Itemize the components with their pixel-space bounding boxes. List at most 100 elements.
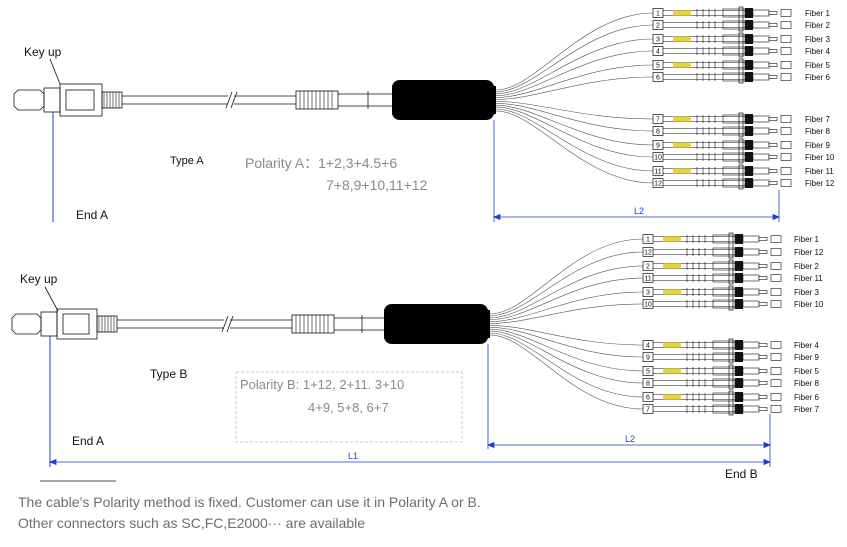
fiber-line-b-12 [489, 334, 644, 410]
fiber-line-a-10 [495, 106, 654, 158]
breakout-tail-a [488, 86, 496, 114]
lc-body-b-11 [742, 393, 760, 401]
port-box-b-12 [642, 404, 654, 414]
lc-ferrule-a-5 [768, 63, 778, 67]
port-box-a-5 [652, 60, 664, 70]
port-box-b-6 [642, 299, 654, 309]
fiber-label-b-11: Fiber 6 [794, 393, 819, 402]
lc-body-b-1 [742, 235, 760, 243]
type-a-assembly: Key up [13, 6, 835, 222]
port-number-b-6: 10 [644, 302, 652, 309]
dust-cap-a-1 [780, 9, 792, 17]
port-number-a-5: 5 [656, 63, 660, 70]
dust-cap-a-9 [780, 141, 792, 149]
dust-cap-a-5 [780, 61, 792, 69]
fiber-label-a-9: Fiber 9 [805, 141, 830, 150]
lc-body-b-2 [742, 248, 760, 256]
dust-cap-a-3 [780, 35, 792, 43]
dust-cap-b-5 [770, 288, 782, 296]
fiber-label-a-2: Fiber 2 [805, 21, 830, 30]
lc-ferrule-a-10 [768, 155, 778, 159]
port-box-a-11 [652, 166, 664, 176]
fiber-line-b-3 [489, 265, 644, 319]
fiber-line-b-7 [489, 325, 644, 346]
lc-body-a-12 [752, 179, 770, 187]
lc-ferrule-a-9 [768, 143, 778, 147]
fiber-label-a-3: Fiber 3 [805, 35, 830, 44]
port-box-a-7 [652, 114, 664, 124]
port-box-a-10 [652, 152, 664, 162]
fiber-line-a-12 [495, 110, 654, 184]
fiber-line-b-6 [489, 303, 644, 324]
fiber-line-a-4 [495, 50, 654, 96]
fiber-label-b-9: Fiber 5 [794, 367, 819, 376]
port-number-a-3: 3 [656, 37, 660, 44]
key-up-label-b: Key up [20, 272, 58, 286]
lc-ferrule-b-8 [758, 355, 768, 359]
l2-dimension-a [492, 120, 781, 222]
lc-latch-b-4 [735, 273, 743, 283]
lc-body-a-7 [752, 115, 770, 123]
lc-body-a-2 [752, 21, 770, 29]
dust-cap-b-1 [770, 235, 782, 243]
yellow-marker-b-1 [663, 236, 681, 242]
lc-body-a-3 [752, 35, 770, 43]
fiber-label-b-1: Fiber 1 [794, 235, 819, 244]
port-number-b-9: 5 [646, 369, 650, 376]
dust-cap-a-2 [780, 21, 792, 29]
port-box-b-10 [642, 378, 654, 388]
port-box-a-4 [652, 46, 664, 56]
fiber-line-b-1 [489, 238, 644, 315]
fiber-label-a-7: Fiber 7 [805, 115, 830, 124]
lc-ferrule-b-12 [758, 407, 768, 411]
duplex-clip-a-5 [738, 138, 744, 164]
l2-label-a: L2 [634, 206, 644, 216]
port-number-b-10: 8 [646, 381, 650, 388]
yellow-marker-b-5 [663, 289, 681, 295]
port-number-a-7: 7 [656, 117, 660, 124]
port-box-b-8 [642, 352, 654, 362]
port-number-a-8: 8 [656, 129, 660, 136]
fiber-label-a-10: Fiber 10 [805, 153, 835, 162]
dust-cap-b-2 [770, 248, 782, 256]
lc-latch-a-10 [745, 152, 753, 162]
lc-ferrule-b-6 [758, 302, 768, 306]
type-b-assembly: Key up [11, 232, 824, 482]
lc-body-a-5 [752, 61, 770, 69]
duplex-clip-a-2 [738, 32, 744, 58]
port-number-b-12: 7 [646, 407, 650, 414]
lc-ferrule-b-10 [758, 381, 768, 385]
lc-body-b-12 [742, 405, 760, 413]
fiber-label-b-6: Fiber 10 [794, 300, 824, 309]
lc-body-b-4 [742, 274, 760, 282]
fiber-line-a-3 [495, 38, 654, 95]
dust-cap-b-10 [770, 379, 782, 387]
lc-body-b-5 [742, 288, 760, 296]
port-number-b-4: 11 [644, 276, 651, 283]
lc-ferrule-a-12 [768, 181, 778, 185]
lc-body-b-3 [742, 262, 760, 270]
fiber-line-a-7 [495, 101, 654, 120]
polarity-a-line1: Polarity A：1+2,3+4.5+6 [245, 155, 397, 171]
yellow-marker-b-7 [663, 342, 681, 348]
fiber-label-a-8: Fiber 8 [805, 127, 830, 136]
fiber-line-b-5 [489, 291, 644, 322]
lc-ferrule-a-2 [768, 23, 778, 27]
fiber-leg-a-7: 7 Fiber 7 [652, 114, 830, 124]
note-connectors: Other connectors such as SC,FC,E2000··· … [18, 515, 366, 531]
fiber-leg-a-3: 3 Fiber 3 [652, 34, 830, 44]
fiber-label-b-12: Fiber 7 [794, 405, 819, 414]
dust-cap-a-8 [780, 127, 792, 135]
dust-cap-a-6 [780, 73, 792, 81]
